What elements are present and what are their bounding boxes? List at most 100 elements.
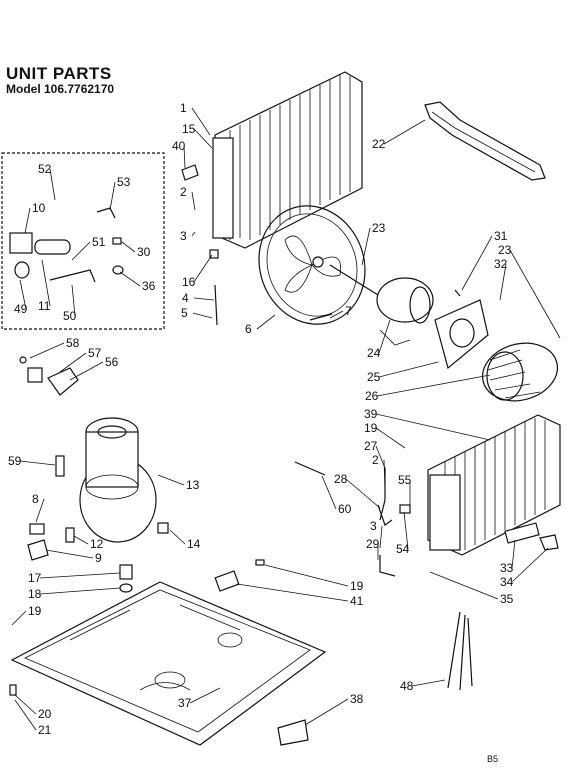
callout-c39: 39: [364, 407, 378, 421]
callout-c12: 12: [90, 537, 104, 551]
leader-lines: [11, 107, 561, 731]
fan-motor: [329, 264, 434, 346]
leader-line-c41: [236, 583, 349, 602]
leader-line-c54: [403, 511, 409, 550]
leader-line-c7: [329, 310, 344, 319]
callout-c20: 20: [38, 707, 52, 721]
controls-inset: [1, 152, 165, 330]
part-56-57-58: [19, 356, 79, 396]
base-pan: [10, 581, 327, 746]
callout-c27: 27: [364, 439, 378, 453]
part-19-screw: [255, 559, 265, 566]
callout-c3a: 3: [180, 229, 187, 243]
leader-line-c60: [321, 475, 337, 510]
callout-c28: 28: [334, 472, 348, 486]
leader-line-c2b: [383, 459, 386, 491]
callout-c35: 35: [500, 592, 514, 606]
callout-c52: 52: [38, 162, 52, 176]
part-14: [157, 522, 169, 534]
leader-line-c24: [378, 319, 391, 354]
leader-line-c14: [169, 529, 186, 545]
leader-line-c19c: [264, 564, 349, 587]
callout-c26: 26: [365, 389, 379, 403]
callout-c19b: 19: [28, 604, 42, 618]
callout-c16: 16: [182, 275, 196, 289]
leader-line-c11: [41, 259, 51, 307]
model-number: Model 106.7762170: [6, 82, 115, 96]
leader-line-c30: [121, 241, 136, 253]
leader-line-c56: [69, 361, 104, 381]
callout-c37: 37: [178, 696, 192, 710]
callout-c15: 15: [182, 122, 196, 136]
leader-line-c16: [193, 254, 213, 283]
leader-line-c49: [19, 279, 27, 310]
part-31: [454, 289, 461, 297]
part-20: [9, 684, 17, 696]
leader-line-c19a: [375, 427, 406, 449]
leader-line-c6: [256, 314, 276, 330]
callout-c3b: 3: [370, 519, 377, 533]
leader-line-c32: [499, 263, 507, 301]
leader-line-c17: [39, 572, 121, 579]
part-38: [277, 719, 309, 746]
leader-line-c3b: [379, 525, 383, 549]
leader-line-c15: [193, 128, 213, 149]
leader-line-c53: [109, 181, 116, 211]
leader-line-c19b: [11, 610, 27, 626]
callout-c2a: 2: [180, 185, 187, 199]
callout-c30: 30: [137, 245, 151, 259]
callout-c34: 34: [500, 575, 514, 589]
part-9: [27, 539, 49, 561]
leader-line-c1: [191, 107, 211, 136]
part-22-bracket: [424, 101, 546, 181]
evaporator-coil: [427, 414, 561, 556]
callout-c31: 31: [494, 229, 508, 243]
callout-c50: 50: [63, 309, 77, 323]
leader-line-c37: [189, 687, 221, 704]
part-34: [539, 534, 559, 551]
page-title: UNIT PARTS: [6, 64, 112, 83]
leader-line-c13: [157, 474, 185, 486]
leader-line-c31: [461, 235, 493, 291]
leader-line-c38: [304, 698, 349, 726]
part-59: [55, 455, 65, 477]
tube-28: [377, 504, 393, 526]
callout-c22: 22: [372, 137, 386, 151]
callout-c8: 8: [32, 492, 39, 506]
callout-c38: 38: [350, 692, 364, 706]
leader-line-c50: [71, 284, 76, 317]
callout-c9: 9: [95, 551, 102, 565]
leader-line-c9: [45, 549, 94, 559]
callout-c57: 57: [88, 346, 102, 360]
part-41: [214, 570, 240, 592]
leader-line-c3a: [191, 231, 196, 237]
leader-line-c25: [378, 361, 439, 378]
callout-c32: 32: [494, 257, 508, 271]
part-16: [209, 249, 219, 259]
callout-c23a: 23: [372, 221, 386, 235]
callout-c13: 13: [186, 478, 200, 492]
part-7: [309, 313, 333, 321]
callout-c19c: 19: [350, 579, 364, 593]
callout-c24: 24: [367, 346, 381, 360]
blower-wheel: [481, 342, 559, 402]
leader-line-c40: [183, 145, 186, 169]
callout-c36: 36: [142, 279, 156, 293]
leader-line-c21: [14, 699, 37, 731]
part-18: [119, 583, 133, 593]
leader-line-c2a: [191, 191, 196, 211]
leader-line-c4: [193, 297, 215, 301]
callout-c18: 18: [28, 587, 42, 601]
callout-c60: 60: [338, 502, 352, 516]
callout-c11: 11: [38, 299, 51, 313]
part-40: [181, 164, 199, 181]
leader-line-c33: [511, 539, 516, 569]
leader-line-c5: [192, 312, 213, 319]
part-8: [29, 523, 45, 535]
callout-c14: 14: [187, 537, 201, 551]
leader-line-c18: [39, 587, 121, 595]
callout-c53: 53: [117, 175, 131, 189]
callout-c33: 33: [500, 561, 514, 575]
